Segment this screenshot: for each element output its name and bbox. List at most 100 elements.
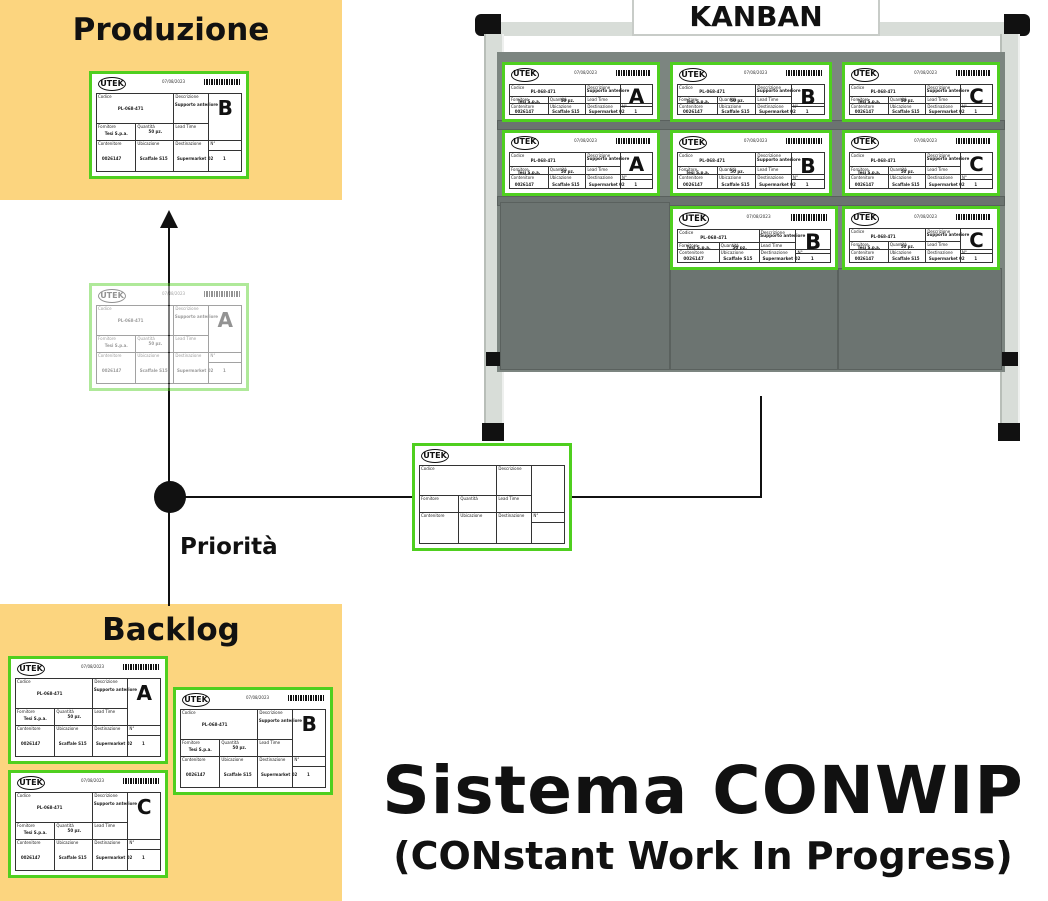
numero-label: N° <box>533 513 539 519</box>
numero-value: 1 <box>634 108 638 114</box>
card-divider <box>135 123 137 172</box>
fornitore-label: Fornitore <box>679 96 698 102</box>
main-subtitle: (CONstant Work In Progress) <box>393 834 1013 878</box>
card-divider <box>585 83 587 96</box>
codice-label: Codice <box>679 85 693 91</box>
card-divider <box>219 739 221 788</box>
card-divider <box>677 102 825 104</box>
codice-value: PL-068-471 <box>870 158 896 164</box>
numero-value: 1 <box>142 855 145 861</box>
leadtime-label: Lead Time <box>587 96 608 102</box>
contenitore-value: 0026147 <box>20 855 41 861</box>
codice-value: PL-068-471 <box>700 234 727 240</box>
quantita-label: Quantità <box>549 96 567 102</box>
destinazione-label: Destinazione <box>587 103 613 109</box>
codice-label: Codice <box>850 228 865 234</box>
contenitore-label: Contenitore <box>850 103 875 109</box>
fornitore-value: Tesi S.p.a. <box>857 244 881 250</box>
destinazione-label: Destinazione <box>587 175 613 181</box>
fornitore-value: Tesi S.p.a. <box>23 715 47 721</box>
leadtime-label: Lead Time <box>498 496 520 502</box>
fornitore-label: Fornitore <box>679 242 698 248</box>
descrizione-value: Supporto anteriore <box>174 314 219 320</box>
descrizione-label: Descrizione <box>259 710 283 715</box>
card-divider <box>848 95 960 97</box>
codice-value: PL-068-471 <box>699 158 726 164</box>
fornitore-value: Tesi S.p.a. <box>104 130 128 136</box>
card-date: 07/08/2023 <box>81 664 105 669</box>
card-letter-c: C <box>969 229 984 253</box>
card-divider <box>790 152 792 189</box>
utek-logo-icon: UTEK <box>510 67 539 82</box>
descrizione-value: Supporto anteriore <box>174 102 219 108</box>
card-divider <box>127 792 129 871</box>
ubicazione-value: Scaffale S15 <box>139 368 168 374</box>
contenitore-label: Contenitore <box>17 726 41 732</box>
card-divider <box>619 151 621 190</box>
destinazione-value: Supermarket 02 <box>588 181 625 187</box>
card-divider <box>96 123 209 125</box>
quantita-label: Quantità <box>56 709 74 715</box>
card-divider <box>755 95 757 115</box>
utek-logo-icon: UTEK <box>679 136 708 151</box>
card-divider <box>127 678 129 757</box>
descrizione-value: Supporto anteriore <box>926 87 970 93</box>
card-divider <box>619 178 654 180</box>
destinazione-value: Supermarket 02 <box>177 368 214 374</box>
numero-label: N° <box>961 175 967 181</box>
card-divider <box>547 165 549 190</box>
contenitore-value: 0026147 <box>854 255 874 261</box>
descrizione-label: Descrizione <box>587 84 611 90</box>
destinazione-label: Destinazione <box>760 250 788 256</box>
contenitore-value: 0026147 <box>514 108 534 114</box>
fornitore-value: Tesi S.p.a. <box>685 169 710 175</box>
ubicazione-label: Ubicazione <box>460 513 483 519</box>
card-divider <box>619 106 654 108</box>
card-divider <box>419 512 565 514</box>
card-letter-a: A <box>628 153 645 177</box>
fornitore-value: Tesi S.p.a. <box>685 98 710 104</box>
card-divider <box>92 708 94 757</box>
card-divider <box>925 151 927 166</box>
utek-logo-icon: UTEK <box>679 212 709 227</box>
card-date: 07/08/2023 <box>743 70 768 76</box>
ubicazione-value: Scaffale S15 <box>223 772 252 778</box>
card-divider <box>458 495 460 544</box>
card-divider <box>508 102 654 104</box>
fornitore-value: Tesi S.p.a. <box>104 342 128 348</box>
fornitore-label: Fornitore <box>850 96 869 102</box>
quantita-label: Quantità <box>720 242 739 248</box>
card-date: 07/08/2023 <box>743 138 768 144</box>
barcode-icon <box>955 137 992 144</box>
leadtime-label: Lead Time <box>259 740 281 746</box>
card-divider <box>508 165 620 167</box>
barcode-icon <box>615 137 652 144</box>
destinazione-label: Destinazione <box>927 249 953 255</box>
card-divider <box>790 84 792 115</box>
destinazione-value: Supermarket 02 <box>177 156 214 162</box>
quantita-label: Quantità <box>889 242 907 248</box>
card-grid <box>677 84 825 115</box>
utek-logo-icon: UTEK <box>182 693 210 707</box>
descrizione-value: Supporto anteriore <box>258 718 303 724</box>
card-grid <box>180 709 326 788</box>
destinazione-value: Supermarket 02 <box>96 741 133 747</box>
utek-logo-icon: UTEK <box>17 662 45 676</box>
destinazione-value: Supermarket 02 <box>588 108 625 114</box>
codice-value: PL-068-471 <box>530 89 556 95</box>
destinazione-label: Destinazione <box>757 175 784 181</box>
ubicazione-value: Scaffale S15 <box>892 181 920 187</box>
codice-label: Codice <box>850 152 865 158</box>
destinazione-value: Supermarket 02 <box>928 181 965 187</box>
card-date: 07/08/2023 <box>162 79 186 84</box>
card-grid <box>508 83 654 116</box>
descrizione-label: Descrizione <box>175 94 199 99</box>
ubicazione-value: Scaffale S15 <box>721 108 750 114</box>
card-divider <box>15 822 128 824</box>
card-divider <box>208 361 242 363</box>
card-divider <box>173 93 175 124</box>
